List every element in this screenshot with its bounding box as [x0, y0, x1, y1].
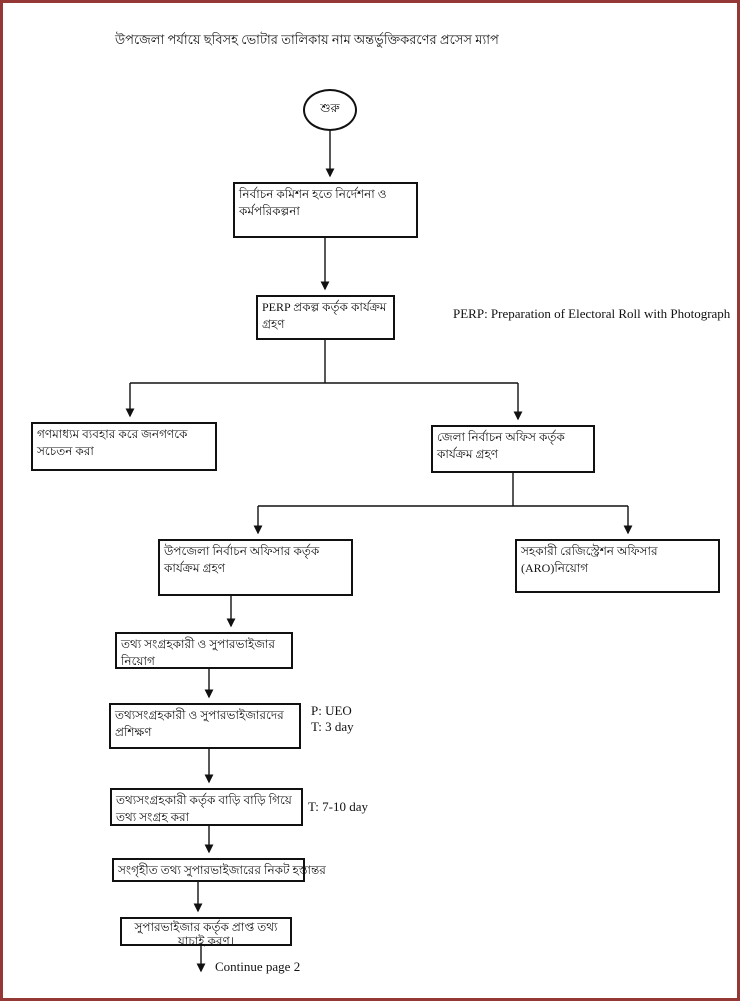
node-collector-supervisor-recruitment: তথ্য সংগ্রহকারী ও সুপারভাইজার নিয়োগ [115, 632, 293, 669]
node-aro-appointment: সহকারী রেজিস্ট্রেশন অফিসার (ARO)নিয়োগ [515, 539, 720, 593]
node-ec-plan: নির্বাচন কমিশন হতে নির্দেশনা ও কর্মপরিকল… [233, 182, 418, 238]
annotation-training-time: T: 3 day [311, 719, 354, 735]
node-start-label: শুরু [320, 101, 340, 115]
node-district-election-office: জেলা নির্বাচন অফিস কর্তৃক কার্যক্রম গ্রহ… [431, 425, 595, 473]
node-training: তথ্যসংগ্রহকারী ও সুপারভাইজারদের প্রশিক্ষ… [109, 703, 301, 749]
flow-connectors [125, 131, 633, 973]
node-data-verification: সুপারভাইজার কর্তৃক প্রাপ্ত তথ্য যাচাই কর… [120, 917, 292, 948]
node-upazila-election-officer: উপজেলা নির্বাচন অফিসার কর্তৃক কার্যক্রম … [158, 539, 353, 596]
annotation-collection-time: T: 7-10 day [308, 799, 369, 814]
node-door-to-door-collection: তথ্যসংগ্রহকারী কর্তৃক বাড়ি বাড়ি গিয়ে … [110, 788, 303, 826]
node-mass-media-awareness: গণমাধ্যম ব্যবহার করে জনগণকে সচেতন করা [31, 422, 217, 471]
continue-page-label: Continue page 2 [215, 959, 301, 974]
node-start: শুরু [303, 89, 357, 131]
annotation-perp-full-form: PERP: Preparation of Electoral Roll with… [453, 306, 731, 321]
page-title: উপজেলা পর্যায়ে ছবিসহ ভোটার তালিকায় নাম… [115, 32, 499, 47]
node-perp-project: PERP প্রকল্প কর্তৃক কার্যক্রম গ্রহণ [256, 295, 395, 340]
annotation-training-note: P: UEO T: 3 day [311, 703, 354, 736]
node-handover-to-supervisor: সংগৃহীত তথ্য সুপারভাইজারের নিকট হস্তান্ত… [112, 858, 326, 882]
annotation-training-person: P: UEO [311, 703, 352, 718]
